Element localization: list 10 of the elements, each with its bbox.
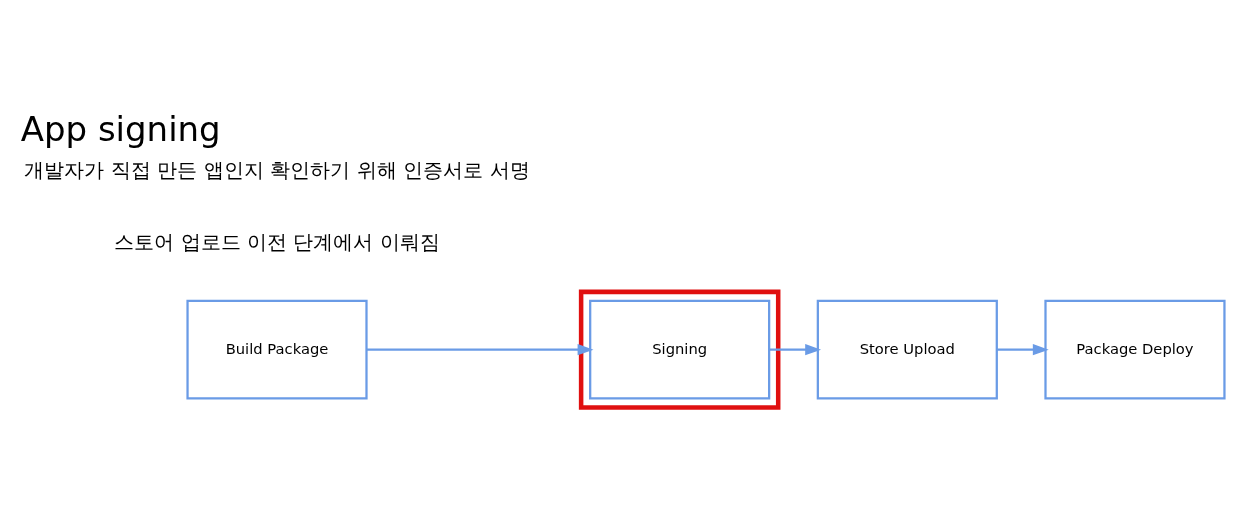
node-box: Build Package [186, 299, 368, 400]
arrow [769, 344, 822, 356]
label: 스토어 업로드 이전 단계에서 이뤄짐 [114, 230, 440, 255]
node-box: Package Deploy [1044, 299, 1226, 400]
label: 개발자가 직접 만든 앱인지 확인하기 위해 인증서로 서명 [24, 157, 530, 182]
node-box: Signing [589, 299, 771, 400]
arrow [366, 344, 594, 356]
arrow [996, 344, 1049, 356]
diagram-title: App signing [20, 109, 221, 150]
node-box: Store Upload [816, 299, 998, 400]
